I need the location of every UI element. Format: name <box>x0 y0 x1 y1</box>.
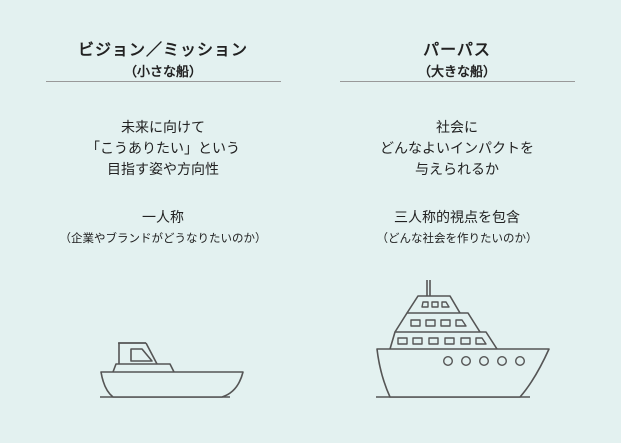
column-title: ビジョン／ミッション <box>77 40 248 59</box>
perspective-label: 一人称 <box>142 210 184 226</box>
perspective-label: 三人称的視点を包含 <box>394 210 520 226</box>
column-description: 社会に どんなよいインパクトを 与えられるか <box>337 118 577 181</box>
divider <box>46 81 281 82</box>
column-subtitle: （大きな船） <box>417 65 496 80</box>
description-line: 目指す姿や方向性 <box>107 162 219 178</box>
description-line: 社会に <box>436 120 478 136</box>
large-ship-icon <box>376 280 550 398</box>
small-boat-icon <box>100 342 244 398</box>
description-line: 与えられるか <box>415 162 499 178</box>
column-subtitle: （小さな船） <box>123 65 202 80</box>
perspective-note: （企業やブランドがどうなりたいのか） <box>59 231 267 245</box>
column-description: 未来に向けて 「こうありたい」という 目指す姿や方向性 <box>43 118 283 181</box>
column-title: パーパス <box>423 40 491 59</box>
description-line: 「こうありたい」という <box>86 141 240 157</box>
description-line: どんなよいインパクトを <box>380 141 534 157</box>
divider <box>340 81 575 82</box>
description-line: 未来に向けて <box>121 120 205 136</box>
perspective-note: （どんな社会を作りたいのか） <box>376 231 538 245</box>
